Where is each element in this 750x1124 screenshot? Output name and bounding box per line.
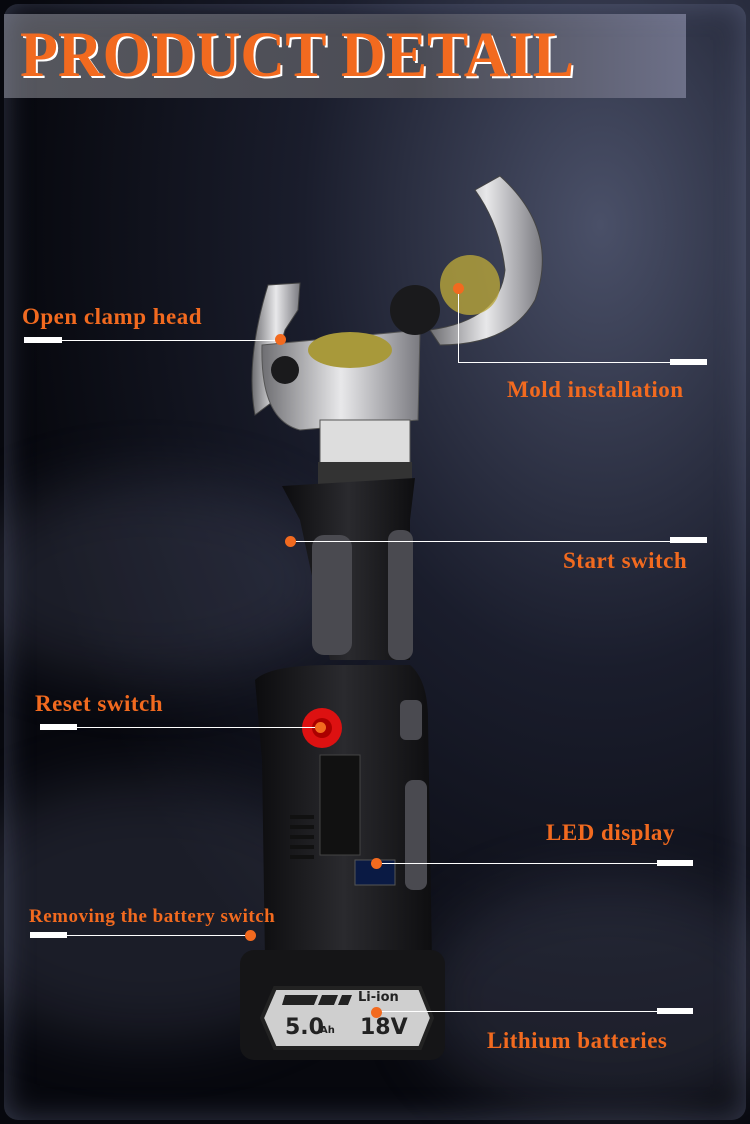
- callout-line: [376, 863, 657, 864]
- callout-dot: [315, 722, 326, 733]
- battery-capacity: 5.0: [285, 1015, 324, 1040]
- callout-dot: [275, 334, 286, 345]
- battery-capacity-unit: Ah: [320, 1025, 335, 1036]
- callout-dot: [285, 536, 296, 547]
- label-bar: [40, 724, 77, 730]
- label-removing-battery-switch: Removing the battery switch: [29, 906, 276, 927]
- label-bar: [24, 337, 62, 343]
- label-start-switch: Start switch: [563, 548, 688, 573]
- callout-line: [376, 1011, 657, 1012]
- label-open-clamp-head: Open clamp head: [22, 304, 203, 329]
- label-reset-switch: Reset switch: [35, 691, 163, 716]
- label-bar: [657, 1008, 693, 1014]
- label-lithium-batteries: Lithium batteries: [487, 1028, 668, 1053]
- label-bar: [670, 359, 707, 365]
- smoke-decoration: [0, 480, 340, 680]
- callout-line: [458, 362, 670, 363]
- callout-dot: [453, 283, 464, 294]
- callout-dot: [245, 930, 256, 941]
- callout-line: [67, 935, 250, 936]
- label-bar: [30, 932, 67, 938]
- label-mold-installation: Mold installation: [507, 377, 684, 402]
- callout-line: [77, 727, 320, 728]
- label-bar: [657, 860, 693, 866]
- smoke-decoration: [420, 880, 750, 1120]
- title-banner: [4, 14, 686, 98]
- page-title: PRODUCT DETAIL: [20, 19, 575, 91]
- battery-type-label: Li-ion: [358, 990, 399, 1005]
- label-bar: [670, 537, 707, 543]
- callout-dot: [371, 1007, 382, 1018]
- callout-line: [290, 541, 670, 542]
- callout-line: [458, 288, 459, 362]
- label-led-display: LED display: [546, 820, 675, 845]
- battery-voltage: 18V: [360, 1015, 408, 1040]
- callout-dot: [371, 858, 382, 869]
- callout-line: [62, 340, 280, 341]
